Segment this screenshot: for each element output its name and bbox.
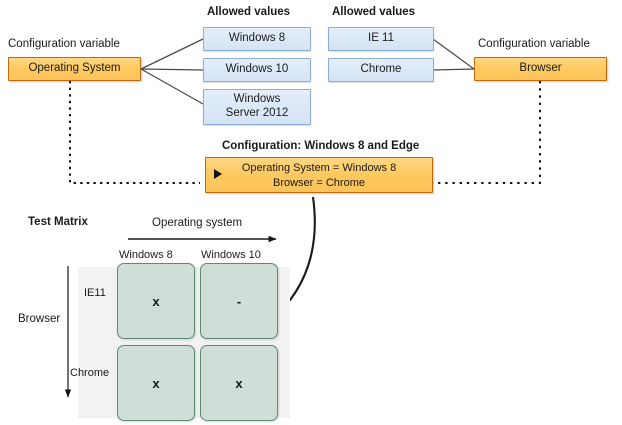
right-allowed-values-caption: Allowed values [332,6,416,18]
matrix-column-header-windows-8: Windows 8 [119,249,173,261]
configuration-title: Configuration: Windows 8 and Edge [222,140,420,152]
matrix-cell-ie11-windows-8[interactable]: x [117,263,195,339]
allowed-value-windows-server-2012[interactable]: Windows Server 2012 [203,89,311,125]
matrix-row-header-chrome: Chrome [70,367,110,379]
matrix-cell-chrome-windows-10[interactable]: x [200,345,278,421]
allowed-value-windows-10[interactable]: Windows 10 [203,58,311,82]
configuration-box[interactable]: Operating System = Windows 8 Browser = C… [205,157,433,193]
matrix-column-header-windows-10: Windows 10 [201,249,261,261]
matrix-cell-chrome-windows-8[interactable]: x [117,345,195,421]
config-variable-browser[interactable]: Browser [474,57,607,81]
left-allowed-values-caption: Allowed values [207,6,291,18]
config-variable-operating-system[interactable]: Operating System [8,57,141,81]
play-triangle-icon[interactable] [214,169,222,179]
os-value-connectors [140,38,204,105]
browser-value-connectors [432,38,475,71]
os-to-config-dotted [69,81,200,184]
allowed-value-windows-server-2012-line2: Server 2012 [225,107,289,119]
configuration-line-operating-system: Operating System = Windows 8 [241,162,397,174]
matrix-x-axis-label: Operating system [152,217,243,229]
allowed-value-ie-11[interactable]: IE 11 [328,27,434,51]
matrix-row-header-ie11: IE11 [84,287,106,299]
right-variable-caption: Configuration variable [478,38,590,50]
test-matrix-title: Test Matrix [28,216,88,228]
left-variable-caption: Configuration variable [8,38,120,50]
matrix-cell-ie11-windows-10[interactable]: - [200,263,278,339]
configuration-line-browser: Browser = Chrome [272,177,365,189]
allowed-value-windows-server-2012-line1: Windows [233,93,281,106]
matrix-y-axis-label: Browser [18,313,61,325]
allowed-value-windows-8[interactable]: Windows 8 [203,27,311,51]
allowed-value-chrome[interactable]: Chrome [328,58,434,82]
